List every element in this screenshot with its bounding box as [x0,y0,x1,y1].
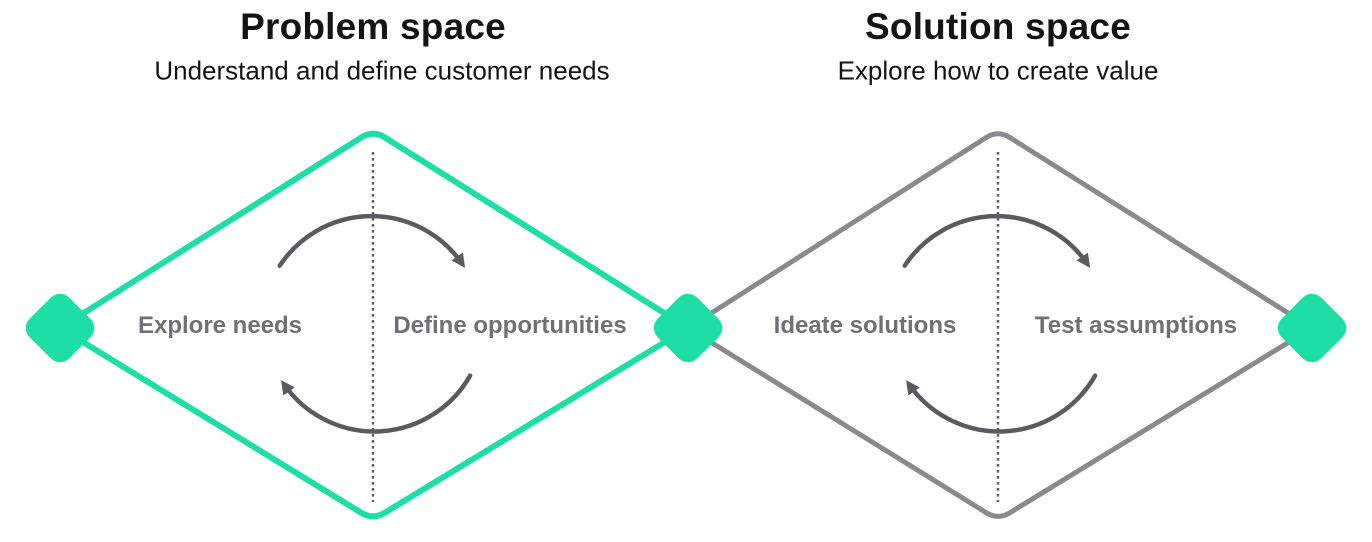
solution-space-subtitle: Explore how to create value [837,55,1159,86]
iteration-cycle-arrow-top-left [277,213,466,268]
phase-label-test-assumptions: Test assumptions [1034,312,1238,339]
phase-label-explore-needs: Explore needs [137,312,303,339]
problem-space-subtitle: Understand and define customer needs [154,55,610,86]
iteration-cycle-arrow-top-right [902,213,1091,268]
iteration-cycle-arrow-bottom-right [906,373,1098,434]
problem-space-title: Problem space [240,6,506,47]
phase-label-define-opportunities: Define opportunities [393,312,627,339]
diamond-milestone-node-middle [653,293,723,363]
diamond-milestone-node-start [25,293,95,363]
solution-space-title: Solution space [865,6,1131,47]
iteration-cycle-arrow-bottom-left [281,373,473,434]
phase-label-ideate-solutions: Ideate solutions [773,312,957,339]
diamond-milestone-node-end [1277,293,1347,363]
